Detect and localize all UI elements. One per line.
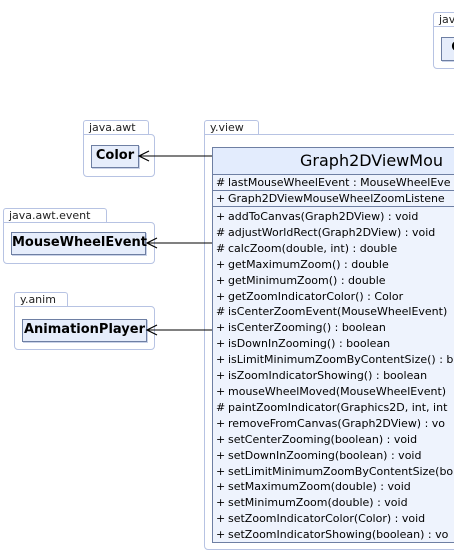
method-text: setMaximumZoom(double) : void — [228, 480, 411, 494]
visibility-marker: + — [216, 480, 226, 494]
visibility-marker: + — [216, 273, 226, 287]
attribute-row: #lastMouseWheelEvent : MouseWheelEve — [213, 175, 454, 191]
method-text: removeFromCanvas(Graph2DView) : vo — [228, 416, 446, 430]
visibility-marker: + — [216, 528, 226, 542]
visibility-marker: # — [216, 305, 226, 319]
visibility-marker: + — [216, 416, 226, 430]
method-text: setZoomIndicatorColor(Color) : void — [228, 512, 426, 526]
visibility-marker: + — [216, 192, 226, 205]
method-text: setCenterZooming(boolean) : void — [228, 432, 418, 446]
visibility-marker: + — [216, 369, 226, 383]
method-text: isZoomIndicatorShowing() : boolean — [228, 369, 428, 383]
method-row: +removeFromCanvas(Graph2DView) : vo — [213, 416, 454, 432]
method-row: +setDownInZooming(boolean) : void — [213, 448, 454, 464]
method-row: #calcZoom(double, int) : double — [213, 241, 454, 257]
method-row: +setZoomIndicatorColor(Color) : void — [213, 511, 454, 527]
method-row: +setMaximumZoom(double) : void — [213, 479, 454, 495]
method-text: getMaximumZoom() : double — [228, 257, 389, 271]
visibility-marker: # — [216, 176, 226, 189]
method-row: +isCenterZooming() : boolean — [213, 320, 454, 336]
visibility-marker: + — [216, 464, 226, 478]
method-row: +getMinimumZoom() : double — [213, 273, 454, 289]
method-text: setLimitMinimumZoomByContentSize(bo — [228, 464, 454, 478]
attribute-text: Graph2DViewMouseWheelZoomListene — [228, 192, 445, 205]
visibility-marker: + — [216, 289, 226, 303]
method-row: +mouseWheelMoved(MouseWheelEvent) — [213, 384, 454, 400]
method-row: +setZoomIndicatorShowing(boolean) : vo — [213, 527, 454, 542]
package-tab-java-awt-event: java.awt.event — [3, 208, 107, 223]
dependency-arrow-animation-player — [145, 324, 213, 336]
method-row: +addToCanvas(Graph2DView) : void — [213, 209, 454, 225]
attribute-row: +Graph2DViewMouseWheelZoomListene — [213, 191, 454, 207]
class-box-graph2dview-mouse-wheel-zoom-listener[interactable]: Graph2DViewMou #lastMouseWheelEvent : Mo… — [212, 147, 454, 543]
method-text: getMinimumZoom() : double — [228, 273, 386, 287]
method-text: calcZoom(double, int) : double — [228, 241, 398, 255]
class-box-mouse-wheel-event[interactable]: MouseWheelEvent — [11, 232, 147, 255]
method-text: isDownInZooming() : boolean — [228, 337, 391, 351]
package-tab-y-view: y.view — [204, 120, 259, 135]
method-list: +addToCanvas(Graph2DView) : void #adjust… — [213, 207, 454, 542]
class-box-animation-player[interactable]: AnimationPlayer — [22, 319, 147, 342]
method-text: addToCanvas(Graph2DView) : void — [228, 210, 419, 223]
package-tab-top-right: jav — [433, 12, 454, 27]
class-box-top-right[interactable]: C — [441, 37, 454, 61]
method-text: paintZoomIndicator(Graphics2D, int, int — [228, 400, 448, 414]
method-row: +setMinimumZoom(double) : void — [213, 495, 454, 511]
method-row: +isLimitMinimumZoomByContentSize() : b — [213, 352, 454, 368]
method-row: +isDownInZooming() : boolean — [213, 336, 454, 352]
visibility-marker: + — [216, 384, 226, 398]
dependency-arrow-mouse-wheel-event — [145, 237, 213, 249]
method-row: +isZoomIndicatorShowing() : boolean — [213, 368, 454, 384]
method-text: setMinimumZoom(double) : void — [228, 496, 408, 510]
visibility-marker: + — [216, 432, 226, 446]
method-text: setZoomIndicatorShowing(boolean) : vo — [228, 528, 449, 542]
visibility-marker: + — [216, 337, 226, 351]
package-tab-y-anim: y.anim — [14, 292, 68, 307]
attribute-text: lastMouseWheelEvent : MouseWheelEve — [228, 176, 451, 189]
method-text: getZoomIndicatorColor() : Color — [228, 289, 404, 303]
method-text: isLimitMinimumZoomByContentSize() : b — [228, 353, 454, 367]
visibility-marker: + — [216, 496, 226, 510]
dependency-arrow-color — [137, 150, 213, 162]
method-row: +getZoomIndicatorColor() : Color — [213, 289, 454, 305]
method-row: #paintZoomIndicator(Graphics2D, int, int — [213, 400, 454, 416]
class-box-color[interactable]: Color — [91, 145, 139, 168]
visibility-marker: + — [216, 448, 226, 462]
visibility-marker: # — [216, 400, 226, 414]
package-tab-java-awt: java.awt — [83, 120, 149, 135]
visibility-marker: + — [216, 257, 226, 271]
visibility-marker: + — [216, 353, 226, 367]
method-row: #adjustWorldRect(Graph2DView) : void — [213, 225, 454, 241]
method-text: isCenterZooming() : boolean — [228, 321, 386, 335]
method-row: +setLimitMinimumZoomByContentSize(bo — [213, 464, 454, 480]
visibility-marker: + — [216, 321, 226, 335]
visibility-marker: + — [216, 512, 226, 526]
method-text: adjustWorldRect(Graph2DView) : void — [228, 225, 436, 239]
method-text: isCenterZoomEvent(MouseWheelEvent) — [228, 305, 448, 319]
method-row: +getMaximumZoom() : double — [213, 257, 454, 273]
method-row: #isCenterZoomEvent(MouseWheelEvent) — [213, 304, 454, 320]
visibility-marker: # — [216, 225, 226, 239]
visibility-marker: # — [216, 241, 226, 255]
class-title: Graph2DViewMou — [213, 148, 454, 175]
method-row: +setCenterZooming(boolean) : void — [213, 432, 454, 448]
method-text: mouseWheelMoved(MouseWheelEvent) — [228, 384, 447, 398]
visibility-marker: + — [216, 210, 226, 223]
method-text: setDownInZooming(boolean) : void — [228, 448, 422, 462]
